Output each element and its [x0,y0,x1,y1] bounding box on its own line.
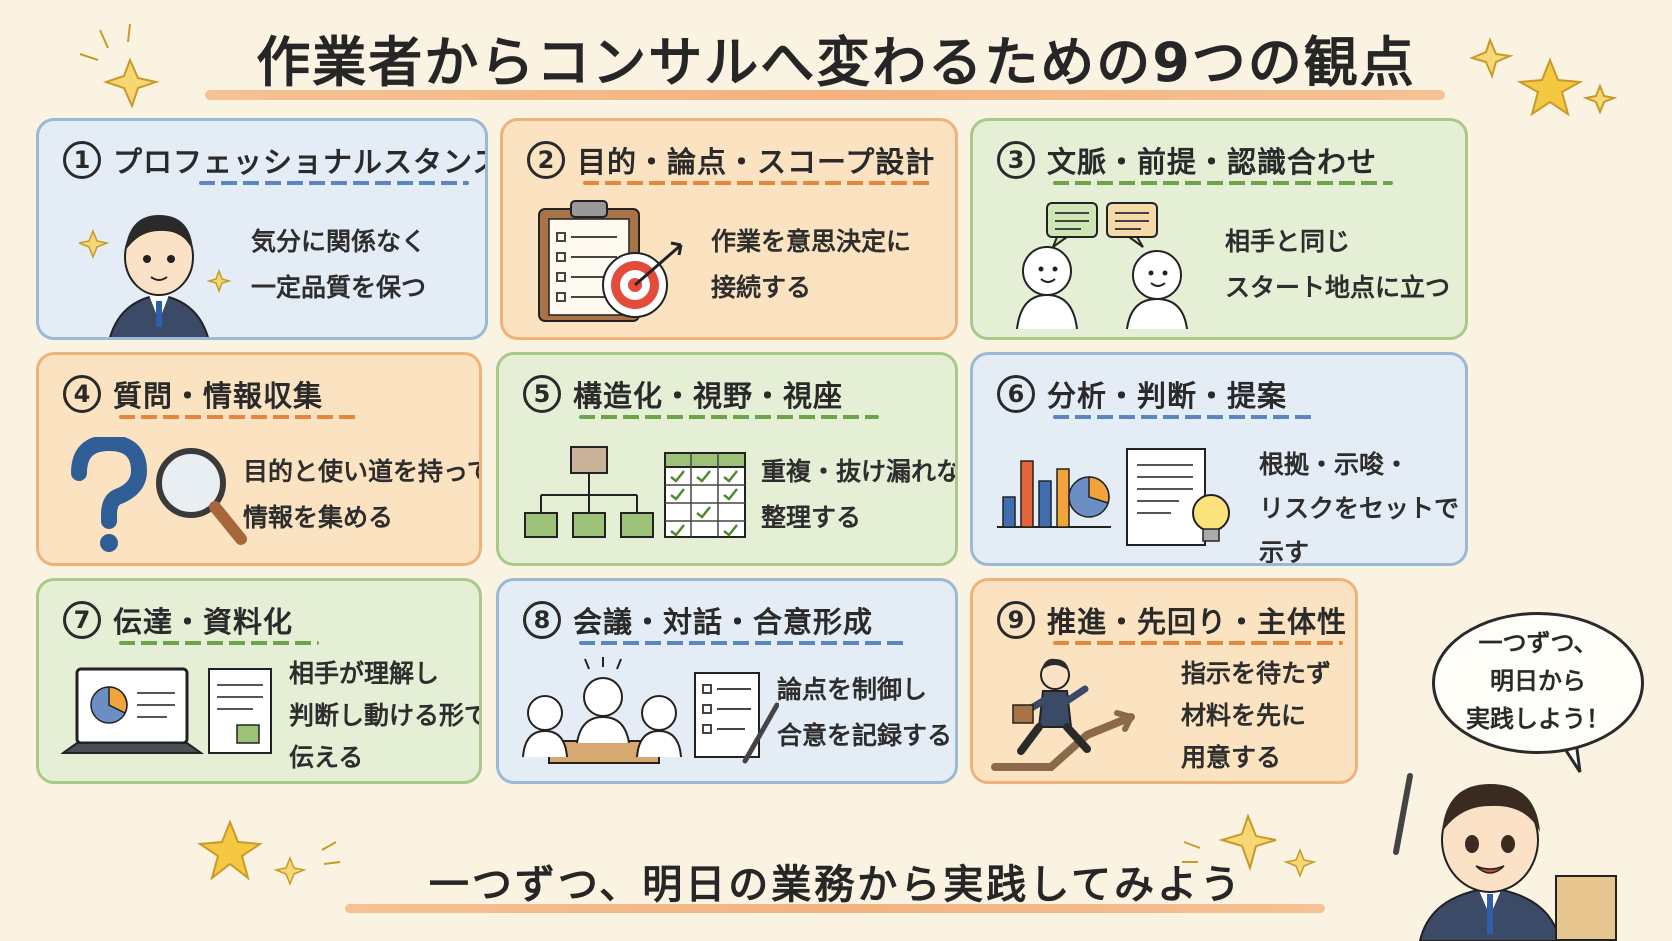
card-drive-ownership: 9 推進・先回り・主体性 指示を待たず 材料を先に 用意する [970,578,1358,784]
card-line: 相手が理解し [289,659,440,688]
laptop-document-icon [61,667,272,754]
card-line: 材料を先に [1181,701,1307,730]
sparkle-icon [79,23,160,109]
sparkle-icon [1182,813,1317,879]
card-number: 6 [997,375,1035,413]
card-title: 文脈・前提・認識合わせ [1047,145,1378,179]
card-meeting-consensus: 8 会議・対話・合意形成 論点を制御し 合意を記録する [496,578,958,784]
card-line: 一定品質を保つ [251,273,427,302]
card-number: 7 [63,601,101,639]
running-businessman-icon [991,658,1135,771]
card-line: 作業を意思決定に [711,227,912,256]
card-number: 1 [63,141,101,179]
card-line: 指示を待たず [1181,659,1332,688]
card-title: 目的・論点・スコープ設計 [577,145,936,179]
card-line: 情報を集める [243,503,394,532]
speech-bubble [1432,612,1644,754]
card-title: 質問・情報収集 [113,379,324,413]
card-line: 用意する [1181,743,1282,772]
card-line: 根拠・示唆・ [1259,450,1410,479]
card-line: 判断し動ける形で [289,701,482,730]
card-title: 推進・先回り・主体性 [1047,605,1348,639]
businessman-icon [79,215,232,337]
card-question-information: 4 質問・情報収集 目的と使い道を持って 情報を集める [36,352,482,566]
card-context-alignment: 3 文脈・前提・認識合わせ 相手と同じ スタート地点に立つ [970,118,1468,340]
tree-and-checklist-icon [524,446,746,538]
mascot-businessman-icon [1393,773,1617,941]
card-title: 分析・判断・提案 [1047,379,1288,413]
card-line: 重複・抜け漏れなく [761,457,955,486]
card-line: 整理する [761,503,862,532]
card-line: 論点を制御し [777,675,928,704]
card-number: 8 [523,601,561,639]
card-line: 示す [1259,538,1310,566]
footer-message: 一つずつ、明日の業務から実践してみよう [428,862,1244,908]
two-people-talking-icon [1016,202,1188,329]
card-line: リスクをセットで [1259,494,1460,523]
star-icon [1470,37,1618,117]
card-line: 気分に関係なく [251,227,427,256]
card-number: 3 [997,141,1035,179]
card-line: 接続する [711,273,812,302]
card-line: スタート地点に立つ [1225,273,1451,302]
card-line: 伝える [289,743,364,772]
chart-document-bulb-icon [997,448,1230,546]
card-structuring: 5 構造化・視野・視座 重複・抜け漏れなく 整理する [496,352,958,566]
title-underline [205,90,1445,100]
card-professional-stance: 1 プロフェッショナルスタンス 気分に関係なく 一定品質を保つ [36,118,488,340]
card-line: 合意を記録する [777,721,953,750]
card-number: 9 [997,601,1035,639]
clipboard-target-icon [538,200,683,322]
card-title: 会議・対話・合意形成 [573,605,874,639]
card-line: 目的と使い道を持って [243,457,482,486]
card-title: 構造化・視野・視座 [573,379,844,413]
page-title: 作業者からコンサルへ変わるための9つの観点 [256,31,1416,94]
meeting-checklist-icon [522,657,779,764]
card-title: プロフェッショナルスタンス [113,145,488,179]
star-icon [197,819,341,887]
card-title: 伝達・資料化 [113,605,294,639]
footer-underline [345,904,1325,913]
card-communication-documents: 7 伝達・資料化 相手が理解し 判断し動ける形で 伝える [36,578,482,784]
card-number: 5 [523,375,561,413]
speech-bubble-text: 一つずつ、 明日から 実践しよう！ [1466,629,1610,733]
card-number: 2 [527,141,565,179]
card-number: 4 [63,375,101,413]
card-purpose-scope: 2 目的・論点・スコープ設計 作業を意思決定に 接続する [500,118,958,340]
card-line: 相手と同じ [1225,227,1351,256]
card-analysis-proposal: 6 分析・判断・提案 根拠・示唆・ リスクをセットで 示す [970,352,1468,566]
question-magnifier-icon [71,437,247,552]
